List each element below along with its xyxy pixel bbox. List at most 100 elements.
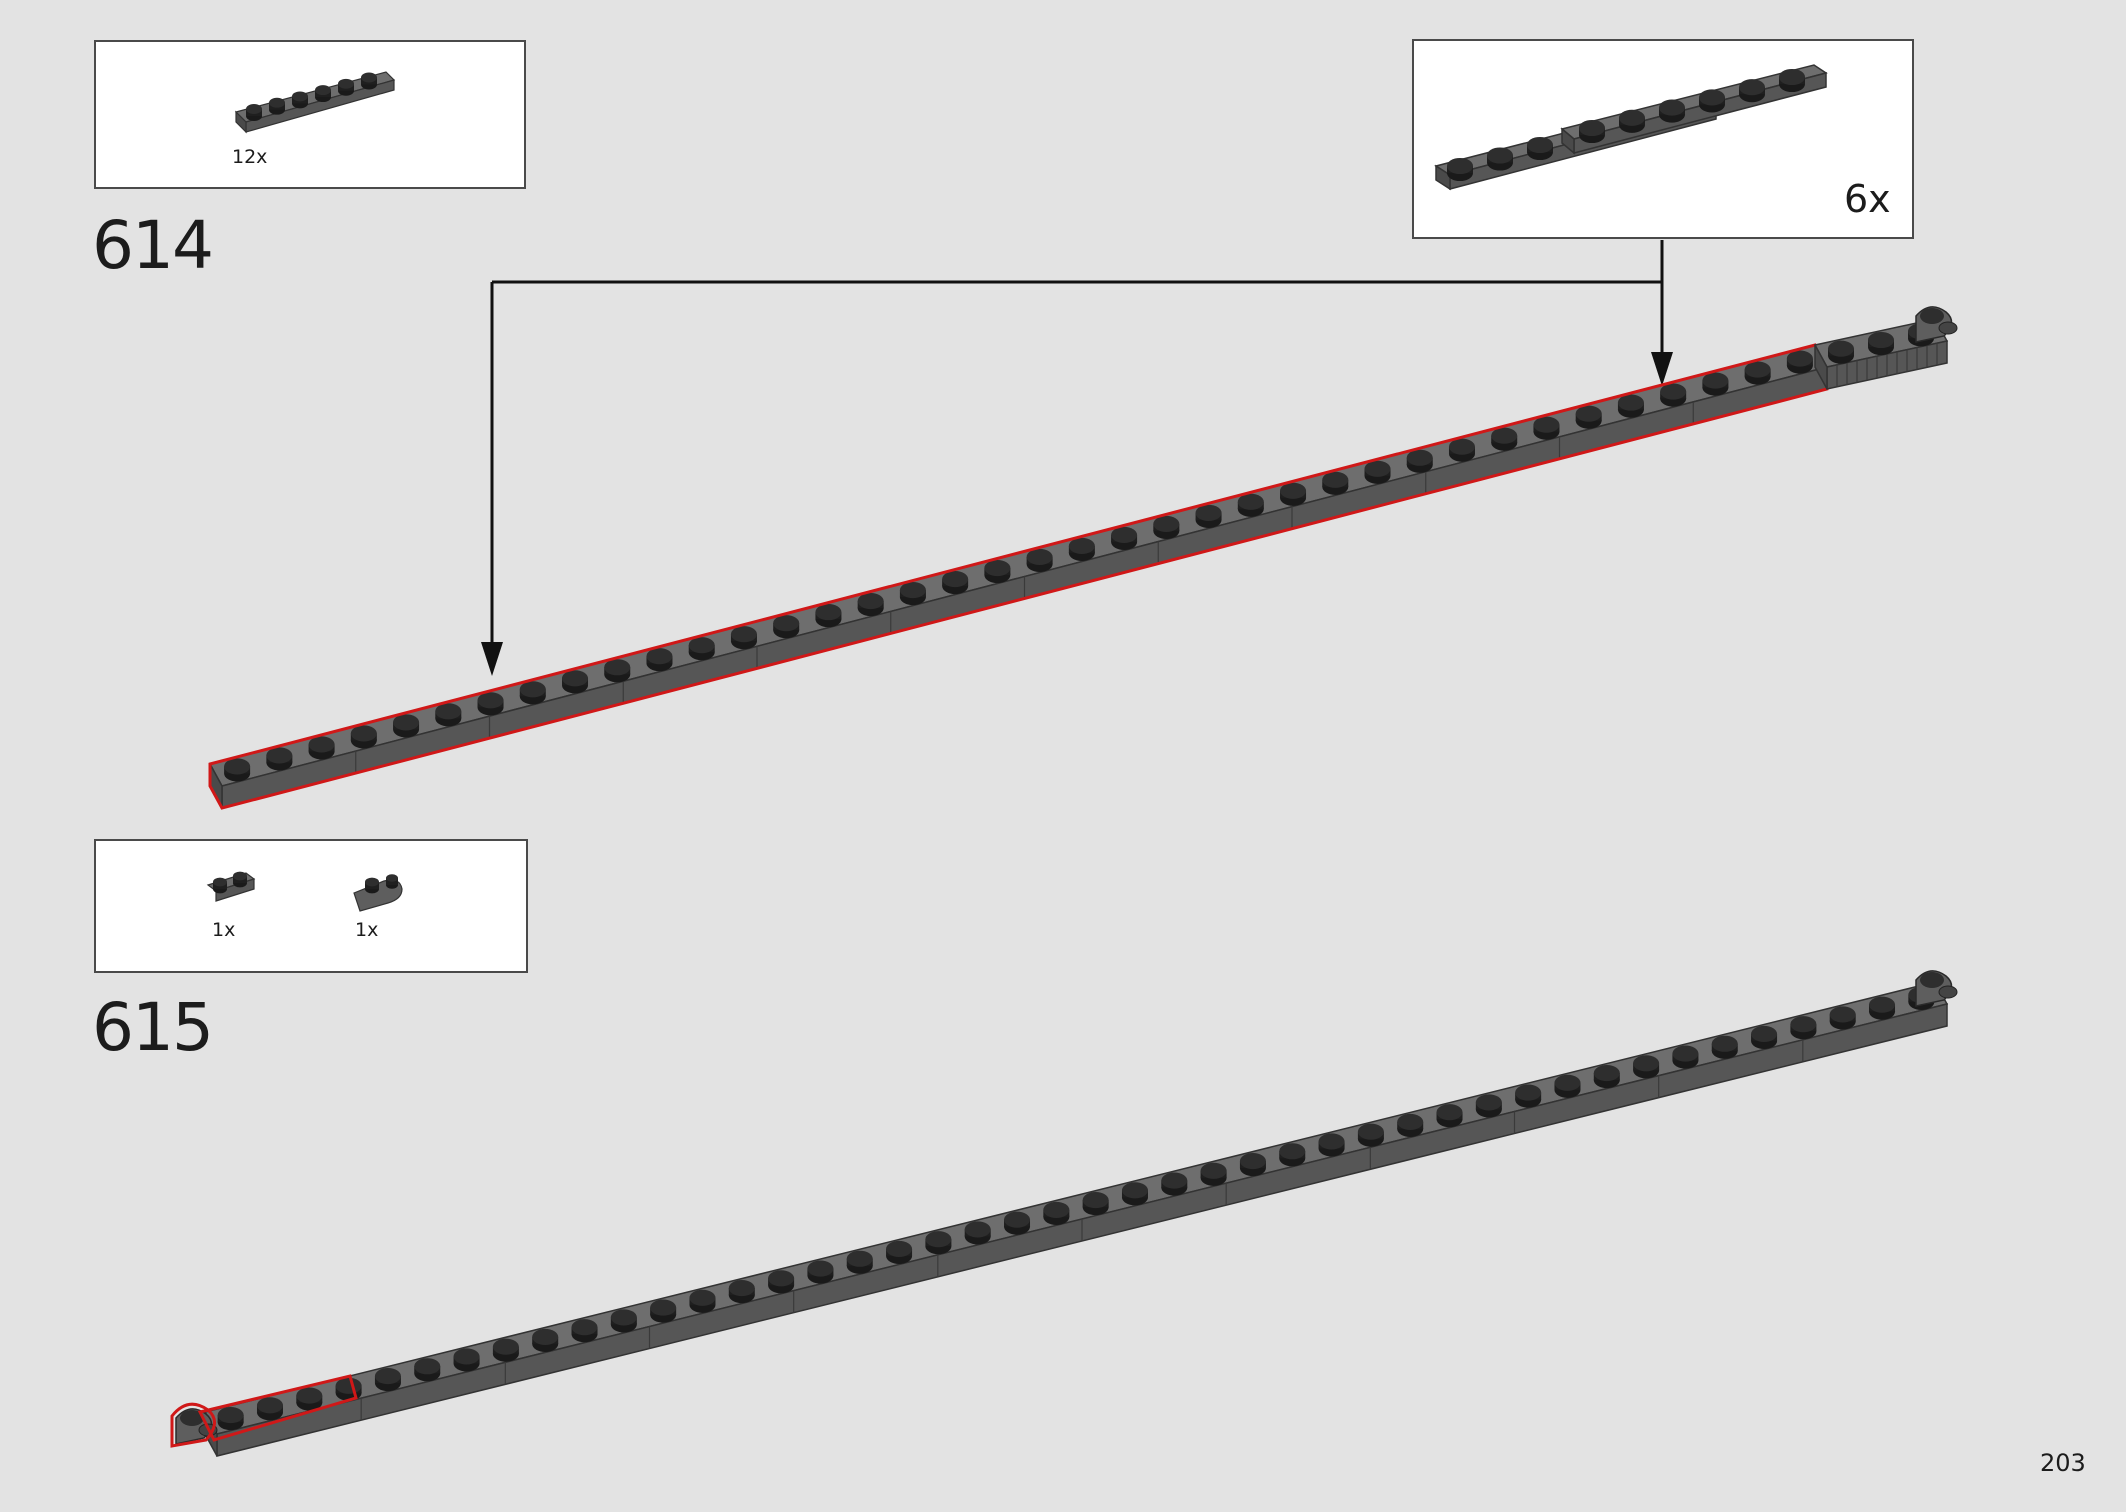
stud <box>213 877 227 887</box>
stud <box>689 1289 716 1306</box>
stud <box>350 725 377 742</box>
stud <box>807 1260 834 1277</box>
stud <box>1195 504 1222 521</box>
stud <box>984 559 1011 577</box>
stud <box>604 659 631 676</box>
subassembly-callout: 6x <box>1412 39 1914 239</box>
stud <box>964 1221 991 1238</box>
stud <box>1279 1143 1306 1160</box>
plate-1x2-dark-gray-icon <box>206 871 256 902</box>
stud <box>374 1367 401 1385</box>
stud <box>1153 515 1180 532</box>
callout-arrows <box>490 240 1664 650</box>
page-number: 203 <box>2040 1449 2086 1477</box>
stud <box>453 1348 480 1365</box>
step-615-part-1-quantity: 1x <box>212 919 236 941</box>
stud <box>1406 449 1433 466</box>
stud <box>1744 361 1771 378</box>
step-614-number: 614 <box>92 207 214 284</box>
stud <box>768 1270 795 1287</box>
stud <box>1829 1006 1856 1023</box>
subassembly-quantity: 6x <box>1844 177 1891 221</box>
stud <box>1868 331 1894 349</box>
stud <box>1828 340 1854 357</box>
stud <box>217 1407 244 1424</box>
stud <box>292 91 308 102</box>
stud <box>414 1358 441 1375</box>
step-615-number: 615 <box>92 989 214 1066</box>
stud <box>1579 119 1605 137</box>
stud <box>1619 109 1645 126</box>
stud <box>256 1397 283 1414</box>
stud <box>308 736 335 753</box>
stud <box>365 877 379 887</box>
stud <box>1447 157 1473 175</box>
stud <box>315 85 331 96</box>
stud <box>246 104 262 114</box>
stud <box>1702 372 1729 389</box>
stud <box>1515 1084 1542 1101</box>
stud <box>477 692 504 709</box>
stud <box>846 1250 873 1267</box>
stud <box>1699 89 1725 106</box>
subassembly-plate-stack-icon <box>1434 64 1828 191</box>
stud <box>361 72 377 83</box>
stud <box>1617 394 1644 411</box>
stud <box>886 1240 913 1258</box>
stud <box>1280 482 1307 499</box>
stud <box>1357 1123 1384 1140</box>
stud <box>1475 1094 1502 1111</box>
stud <box>1633 1055 1660 1072</box>
step-615-part-2-quantity: 1x <box>355 919 379 941</box>
hinge-plate-1x2-dark-gray-icon <box>353 874 403 912</box>
stud <box>296 1387 323 1404</box>
stud <box>1593 1065 1620 1082</box>
stud <box>1111 526 1138 543</box>
stud <box>1436 1104 1463 1121</box>
stud <box>269 97 285 108</box>
step-614-part-quantity: 12x <box>232 146 268 168</box>
stud <box>335 1377 362 1394</box>
stud <box>562 670 589 687</box>
step-615-parts-icons <box>206 871 403 912</box>
stud <box>1322 471 1349 488</box>
stud <box>435 703 462 720</box>
stud <box>1790 1016 1817 1033</box>
stud <box>1448 438 1475 455</box>
stud <box>386 874 398 882</box>
stud <box>1318 1133 1345 1150</box>
stud <box>1026 548 1053 566</box>
stud <box>857 593 884 610</box>
stud <box>532 1328 559 1345</box>
stud <box>338 78 354 89</box>
stud <box>1237 493 1264 510</box>
stud <box>1527 136 1553 154</box>
stud <box>688 637 715 654</box>
stud <box>1004 1211 1031 1228</box>
stud <box>610 1309 637 1326</box>
stud <box>899 582 926 599</box>
stud <box>1121 1182 1148 1199</box>
stud <box>1239 1152 1266 1170</box>
plate-1x6-dark-gray-icon <box>234 71 396 134</box>
stud <box>1711 1035 1738 1052</box>
stud <box>1786 350 1813 367</box>
stud <box>393 714 420 731</box>
stud <box>492 1338 519 1355</box>
stud <box>1364 460 1391 477</box>
stud <box>1200 1162 1227 1179</box>
stud <box>1575 405 1602 422</box>
step-614-parts-box: 12x <box>94 40 526 189</box>
stud <box>942 570 969 588</box>
stud <box>728 1280 755 1297</box>
stud <box>1082 1192 1109 1209</box>
stud <box>1779 68 1805 86</box>
stud <box>1533 416 1560 433</box>
stud <box>519 681 546 698</box>
stud <box>224 758 251 775</box>
stud <box>1672 1045 1699 1062</box>
stud <box>1660 383 1687 400</box>
stud <box>730 626 757 643</box>
beam-assembly-step-615 <box>170 970 1958 1457</box>
